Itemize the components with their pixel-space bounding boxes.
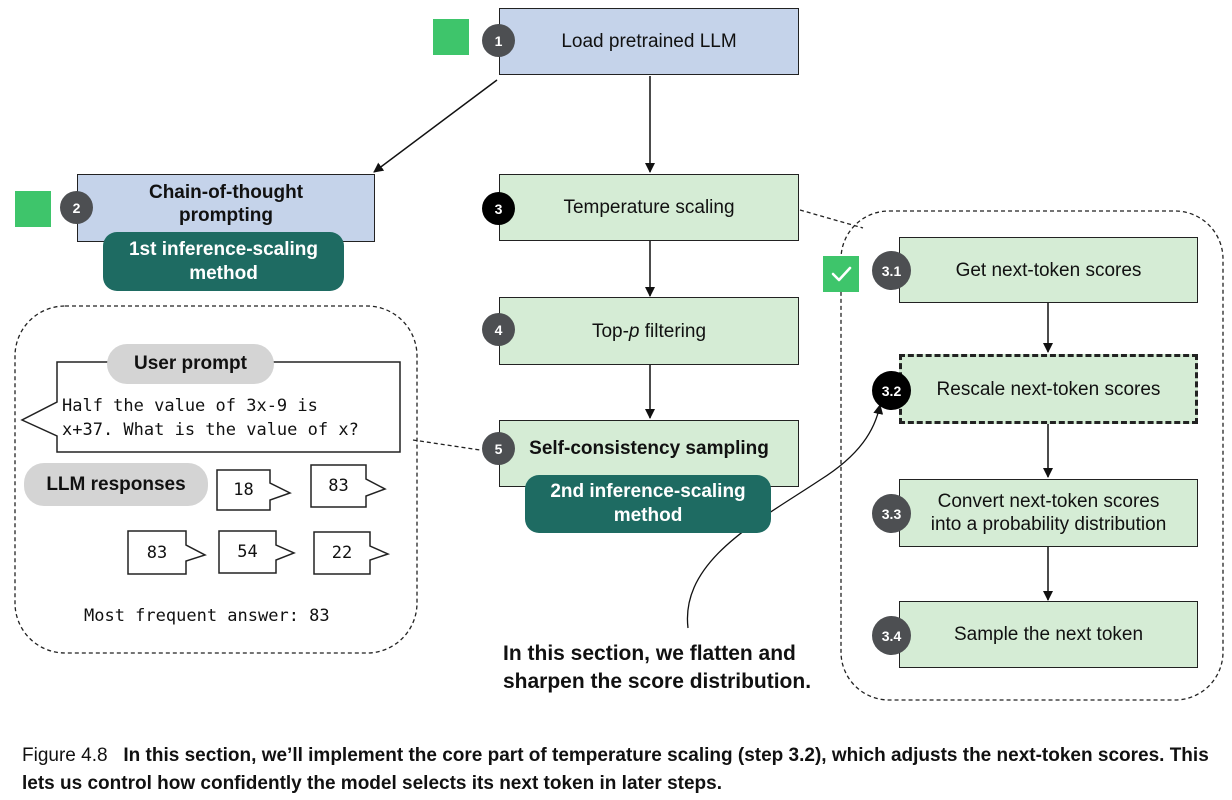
figure-caption: Figure 4.8 In this section, we’ll implem… xyxy=(22,742,1222,798)
answer-1: 18 xyxy=(233,480,254,500)
example-region xyxy=(14,305,418,654)
check-icon-step-1 xyxy=(433,19,469,55)
answer-4: 54 xyxy=(237,542,258,562)
badge-3-4: 3.4 xyxy=(872,616,911,655)
method-pill-2-line2: method xyxy=(613,505,683,526)
step-1-label: Load pretrained LLM xyxy=(561,31,737,52)
arrow-1-to-2 xyxy=(373,79,498,173)
substeps-region xyxy=(840,210,1224,701)
answer-bubble-4 xyxy=(218,530,296,574)
step-2-label-line1: Chain-of-thought xyxy=(148,182,304,203)
badge-2: 2 xyxy=(60,191,93,224)
badge-1: 1 xyxy=(482,24,515,57)
badge-3-2: 3.2 xyxy=(872,371,911,410)
step-3-3-label-line1: Convert next-token scores xyxy=(937,491,1160,512)
figure-caption-text: In this section, we’ll implement the cor… xyxy=(22,745,1209,794)
annotation-line1: In this section, we flatten and xyxy=(503,642,796,665)
step-4-label-italic: p xyxy=(628,320,640,342)
step-4-top-p-filtering: Top-p filtering xyxy=(499,297,799,365)
step-3-1-label: Get next-token scores xyxy=(955,259,1142,281)
badge-5: 5 xyxy=(482,432,515,465)
badge-3: 3 xyxy=(482,192,515,225)
llm-responses-label: LLM responses xyxy=(24,463,208,506)
step-3-4-sample-token: Sample the next token xyxy=(899,601,1198,668)
badge-4: 4 xyxy=(482,313,515,346)
prompt-bubble xyxy=(20,361,401,453)
step-3-temperature-scaling: Temperature scaling xyxy=(499,174,799,241)
step-4-label-pre: Top- xyxy=(591,320,629,342)
answer-bubble-3 xyxy=(127,530,207,575)
step-1-load-llm: Load pretrained LLM xyxy=(499,8,799,75)
answer-5: 22 xyxy=(331,543,353,563)
step-3-4-label: Sample the next token xyxy=(953,624,1144,645)
user-prompt-label: User prompt xyxy=(107,344,274,384)
annotation-arrow xyxy=(686,404,884,629)
step-3-3-convert-scores: Convert next-token scores into a probabi… xyxy=(899,479,1198,547)
step-3-2-rescale-scores: Rescale next-token scores xyxy=(899,354,1198,424)
prompt-text-line2: x+37. What is the value of x? xyxy=(62,420,359,440)
checkmark-icon xyxy=(831,266,852,282)
method-pill-2-line1: 2nd inference-scaling xyxy=(550,481,746,502)
answer-2: 83 xyxy=(328,476,349,496)
check-icon-step-2 xyxy=(15,191,51,227)
method-pill-2: 2nd inference-scaling method xyxy=(525,475,771,533)
prompt-text-line1: Half the value of 3x-9 is xyxy=(62,396,318,416)
answer-3: 83 xyxy=(146,542,168,563)
badge-3-1: 3.1 xyxy=(872,251,911,290)
step-4-label-post: filtering xyxy=(639,320,707,342)
check-icon-step-3-1 xyxy=(823,256,859,292)
answer-bubble-1 xyxy=(216,469,292,511)
answer-bubble-2 xyxy=(310,464,387,508)
method-pill-1-line2: method xyxy=(189,262,258,284)
annotation-line2: sharpen the score distribution. xyxy=(503,670,812,693)
step-4-label: Top-p filtering xyxy=(592,320,706,343)
step-3-3-label-line2: into a probability distribution xyxy=(930,514,1167,535)
zoom-link-5 xyxy=(412,439,481,451)
annotation-note: In this section, we flatten and sharpen … xyxy=(503,640,833,696)
step-3-1-get-scores: Get next-token scores xyxy=(899,237,1198,303)
badge-3-3: 3.3 xyxy=(872,494,911,533)
zoom-link-3 xyxy=(799,209,864,229)
answer-bubble-5 xyxy=(313,531,391,575)
figure-label: Figure 4.8 xyxy=(22,745,108,766)
step-3-label: Temperature scaling xyxy=(563,197,735,218)
most-frequent-answer: Most frequent answer: 83 xyxy=(84,606,330,626)
method-pill-1-line1: 1st inference-scaling xyxy=(128,238,319,260)
method-pill-1: 1st inference-scaling method xyxy=(103,232,344,291)
step-3-2-label: Rescale next-token scores xyxy=(936,378,1161,400)
step-2-label-line2: prompting xyxy=(179,205,273,226)
step-5-label: Self-consistency sampling xyxy=(529,438,769,459)
